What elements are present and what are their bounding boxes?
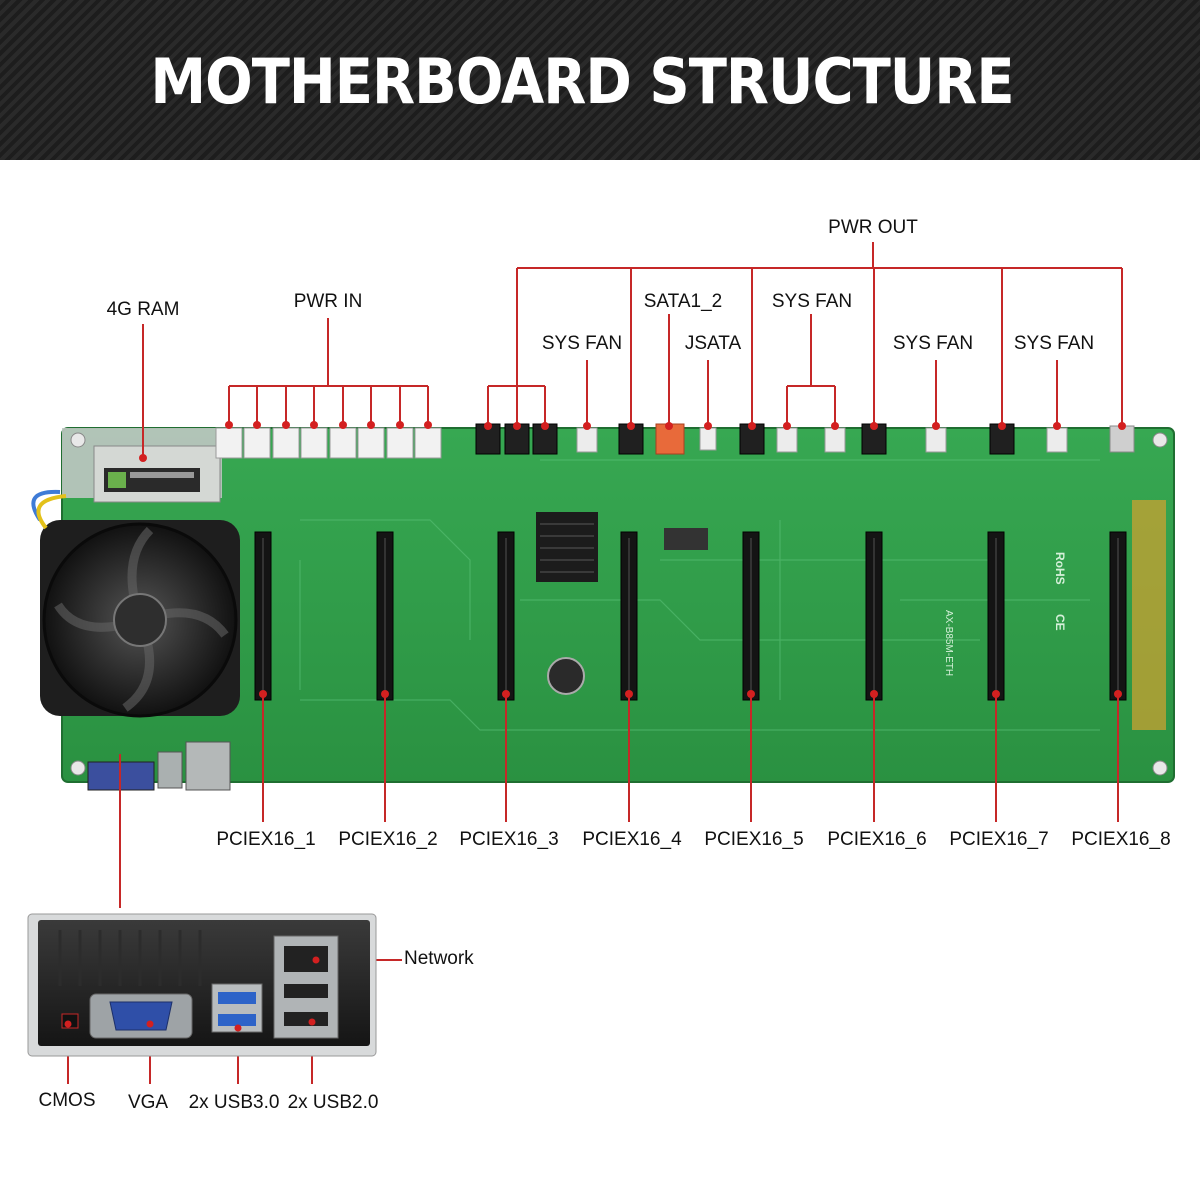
pwr-in-dot-7 <box>396 421 404 429</box>
pcie-slot-label-3: PCIEX16_3 <box>459 829 559 850</box>
pcie-callout-dot-6 <box>870 690 878 698</box>
fan-header-3 <box>824 427 846 453</box>
pcie-callout-dot-4 <box>625 690 633 698</box>
header-dot-7 <box>704 422 712 430</box>
pwr-in-connector-8 <box>414 427 442 459</box>
pwr-in-connector-3 <box>272 427 300 459</box>
pcie-callout-dot-3 <box>502 690 510 698</box>
pcie-slot-label-7: PCIEX16_7 <box>949 829 1049 850</box>
sys-fan-label-1: SYS FAN <box>541 333 623 354</box>
header-dot-4 <box>583 422 591 430</box>
board-silkscreen: AX-B85M-ETH RoHS CE <box>943 552 1067 676</box>
pwr-in-dot-2 <box>253 421 261 429</box>
pcie-slot-label-5: PCIEX16_5 <box>704 829 804 850</box>
jsata-label: JSATA <box>684 333 742 354</box>
usb2-label: 2x USB2.0 <box>287 1092 379 1113</box>
pwr-in-dot-1 <box>225 421 233 429</box>
chipset-heatsink <box>536 512 708 695</box>
pwr-in-connector-5 <box>329 427 357 459</box>
header-dot-2 <box>513 422 521 430</box>
fan-header-4 <box>925 427 947 453</box>
board-rear-io <box>87 741 231 791</box>
pwr-in-connector-6 <box>357 427 385 459</box>
pwr-out-label: PWR OUT <box>828 217 918 238</box>
fan-header-2 <box>776 427 798 453</box>
cmos-label: CMOS <box>38 1090 96 1111</box>
pcie-callout-dot-2 <box>381 690 389 698</box>
rohs-mark: RoHS <box>1053 552 1067 585</box>
board-model-mark: AX-B85M-ETH <box>943 610 954 676</box>
fan-header-5 <box>1046 427 1068 453</box>
io-panel-photo <box>27 913 377 1057</box>
header-dot-9 <box>783 422 791 430</box>
ram-module <box>93 445 221 503</box>
pcie-slot-group <box>254 531 1127 701</box>
header-dot-8 <box>748 422 756 430</box>
jsata-connector <box>699 427 717 451</box>
pwr-in-dot-4 <box>310 421 318 429</box>
header-dot-12 <box>932 422 940 430</box>
pwr-in-label: PWR IN <box>293 291 363 312</box>
header-dot-6 <box>665 422 673 430</box>
io-callout-dots <box>64 956 320 1032</box>
pcie-callout-dot-7 <box>992 690 1000 698</box>
pwr-in-connector-7 <box>386 427 414 459</box>
header-dot-14 <box>1053 422 1061 430</box>
pwr-in-dot-3 <box>282 421 290 429</box>
header-dot-10 <box>831 422 839 430</box>
header-dot-15 <box>1118 422 1126 430</box>
pwr-in-connector-2 <box>243 427 271 459</box>
header-dot-5 <box>627 422 635 430</box>
header-dot-13 <box>998 422 1006 430</box>
pcie-callout-dot-5 <box>747 690 755 698</box>
pcie-slot-label-2: PCIEX16_2 <box>338 829 438 850</box>
vga-label: VGA <box>127 1092 169 1113</box>
sys-fan-label-2: SYS FAN <box>771 291 853 312</box>
callout-drop-lines <box>228 268 1123 822</box>
pcie-slot-label-1: PCIEX16_1 <box>216 829 316 850</box>
ram-dot <box>139 454 147 462</box>
pwr-in-dot-6 <box>367 421 375 429</box>
page-title: MOTHERBOARD STRUCTURE <box>150 46 1014 119</box>
pwr-out-last-header <box>1109 425 1135 453</box>
header-dot-11 <box>870 422 878 430</box>
pwr-in-dot-5 <box>339 421 347 429</box>
pwr-in-connectors <box>215 427 442 459</box>
cpu-cooler <box>31 489 240 718</box>
ce-mark: CE <box>1053 614 1067 631</box>
ram-label: 4G RAM <box>106 299 180 320</box>
sata-label: SATA1_2 <box>643 291 723 312</box>
sys-fan-label-4: SYS FAN <box>1013 333 1095 354</box>
pcie-slot-label-8: PCIEX16_8 <box>1071 829 1171 850</box>
fan-header-1 <box>576 427 598 453</box>
network-label: Network <box>404 948 474 969</box>
pcie-callout-dot-1 <box>259 690 267 698</box>
header-dot-3 <box>541 422 549 430</box>
pcie-slot-label-6: PCIEX16_6 <box>827 829 927 850</box>
pwr-in-connector-1 <box>215 427 243 459</box>
pwr-in-connector-4 <box>300 427 328 459</box>
callout-dots <box>139 421 1126 698</box>
callout-lines <box>67 242 1122 1084</box>
pcie-callout-dot-8 <box>1114 690 1122 698</box>
pwr-in-dot-8 <box>424 421 432 429</box>
header-dot-1 <box>484 422 492 430</box>
pcie-slot-label-4: PCIEX16_4 <box>582 829 682 850</box>
sys-fan-label-3: SYS FAN <box>892 333 974 354</box>
title-banner: MOTHERBOARD STRUCTURE <box>0 0 1200 160</box>
header-connectors <box>475 423 1135 455</box>
usb3-label: 2x USB3.0 <box>188 1092 280 1113</box>
